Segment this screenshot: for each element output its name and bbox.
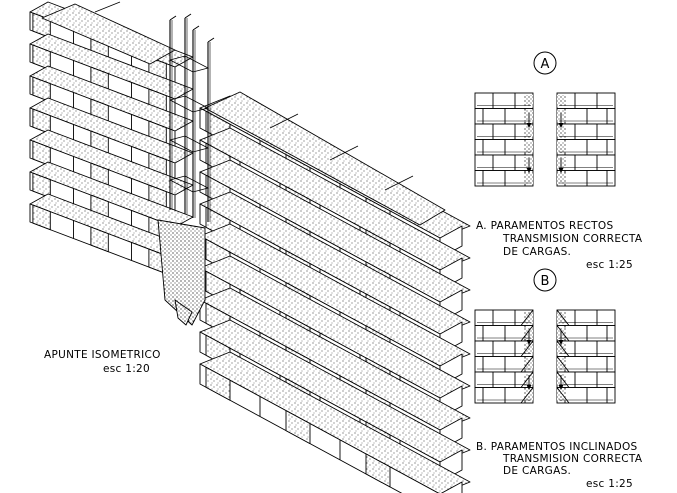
svg-text:A: A bbox=[541, 57, 550, 72]
left-wall-course bbox=[29, 129, 194, 214]
mortar-end bbox=[524, 327, 533, 339]
detail-a-marker: A bbox=[533, 51, 557, 75]
mortar-end bbox=[524, 358, 533, 370]
right-wall-course bbox=[199, 351, 471, 493]
mortar-end bbox=[557, 157, 566, 169]
course-end bbox=[440, 481, 463, 493]
mortar-end bbox=[524, 343, 533, 355]
inclined-joint bbox=[520, 371, 534, 388]
mortar-end bbox=[557, 389, 566, 401]
mortar-end bbox=[524, 312, 533, 324]
rebar-hook bbox=[207, 37, 215, 43]
mortar-end bbox=[524, 141, 533, 153]
stirrup bbox=[169, 55, 210, 73]
inclined-joint bbox=[520, 309, 534, 326]
inclined-joint bbox=[556, 387, 570, 404]
detail-b-marker: B bbox=[533, 268, 557, 292]
inclined-joint bbox=[556, 325, 570, 342]
mortar-end bbox=[557, 126, 566, 138]
mortar-end bbox=[524, 389, 533, 401]
brick-end bbox=[285, 410, 311, 445]
mortar-end bbox=[557, 95, 566, 107]
isometric-title: APUNTE ISOMETRICO bbox=[44, 349, 161, 361]
stirrup bbox=[169, 175, 210, 193]
load-arrow-head bbox=[558, 340, 564, 345]
detail-a-caption-line1: A. PARAMENTOS RECTOS bbox=[476, 220, 613, 232]
detail-a-straight-joints bbox=[474, 92, 616, 187]
core-base bbox=[174, 299, 193, 326]
detail-a-caption-line3: DE CARGAS. bbox=[503, 246, 571, 258]
mortar-end bbox=[524, 126, 533, 138]
brick-end bbox=[90, 226, 109, 253]
rebar-hook bbox=[184, 13, 192, 19]
right-panel bbox=[556, 309, 616, 404]
inclined-joint bbox=[520, 340, 534, 357]
brick-end bbox=[32, 204, 51, 231]
stirrup bbox=[169, 95, 210, 113]
left-wall-cap bbox=[41, 1, 176, 65]
detail-b-caption-line3: DE CARGAS. bbox=[503, 465, 571, 477]
left-panel bbox=[474, 309, 534, 404]
right-panel bbox=[556, 92, 616, 187]
mortar-end bbox=[557, 327, 566, 339]
load-arrow-head bbox=[526, 340, 532, 345]
mortar-end bbox=[557, 358, 566, 370]
stirrup bbox=[169, 135, 210, 153]
rebar-hook bbox=[192, 25, 200, 31]
reinforced-column bbox=[157, 13, 215, 326]
right-wall-cap bbox=[204, 91, 446, 226]
cap-top bbox=[41, 3, 176, 65]
load-arrow-head bbox=[558, 168, 564, 173]
detail-b-caption-line1: B. PARAMENTOS INCLINADOS bbox=[476, 441, 638, 453]
load-arrow-head bbox=[526, 168, 532, 173]
mortar-end bbox=[524, 374, 533, 386]
inclined-joint bbox=[520, 325, 534, 342]
concrete-core bbox=[157, 219, 206, 326]
svg-text:B: B bbox=[541, 274, 550, 289]
inclined-joint bbox=[556, 371, 570, 388]
inclined-joint bbox=[556, 356, 570, 373]
cap-top bbox=[204, 91, 446, 226]
mortar-end bbox=[524, 157, 533, 169]
mortar-end bbox=[557, 312, 566, 324]
left-panel bbox=[474, 92, 534, 187]
isometric-scale: esc 1:20 bbox=[103, 363, 150, 375]
mortar-end bbox=[557, 141, 566, 153]
rebar-hook bbox=[169, 15, 177, 21]
load-arrow-head bbox=[526, 123, 532, 128]
inclined-joint bbox=[520, 356, 534, 373]
detail-b-scale: esc 1:25 bbox=[586, 478, 633, 490]
brick-end bbox=[365, 453, 391, 488]
mortar-end bbox=[524, 172, 533, 184]
inclined-joint bbox=[520, 387, 534, 404]
inclined-joint bbox=[556, 340, 570, 357]
mortar-end bbox=[557, 374, 566, 386]
mortar-end bbox=[557, 172, 566, 184]
detail-b-inclined-joints bbox=[474, 309, 616, 404]
mortar-end bbox=[557, 343, 566, 355]
detail-b-caption-line2: TRANSMISION CORRECTA bbox=[502, 453, 643, 465]
inclined-joint bbox=[556, 309, 570, 326]
load-arrow-head bbox=[526, 385, 532, 390]
load-arrow-head bbox=[558, 385, 564, 390]
mortar-end bbox=[524, 110, 533, 122]
load-arrow-head bbox=[558, 123, 564, 128]
detail-a-caption-line2: TRANSMISION CORRECTA bbox=[502, 233, 643, 245]
detail-a-scale: esc 1:25 bbox=[586, 259, 633, 271]
mortar-end bbox=[557, 110, 566, 122]
mortar-end bbox=[524, 95, 533, 107]
isometric-brick-wall bbox=[29, 1, 471, 493]
brick-end bbox=[205, 366, 231, 401]
